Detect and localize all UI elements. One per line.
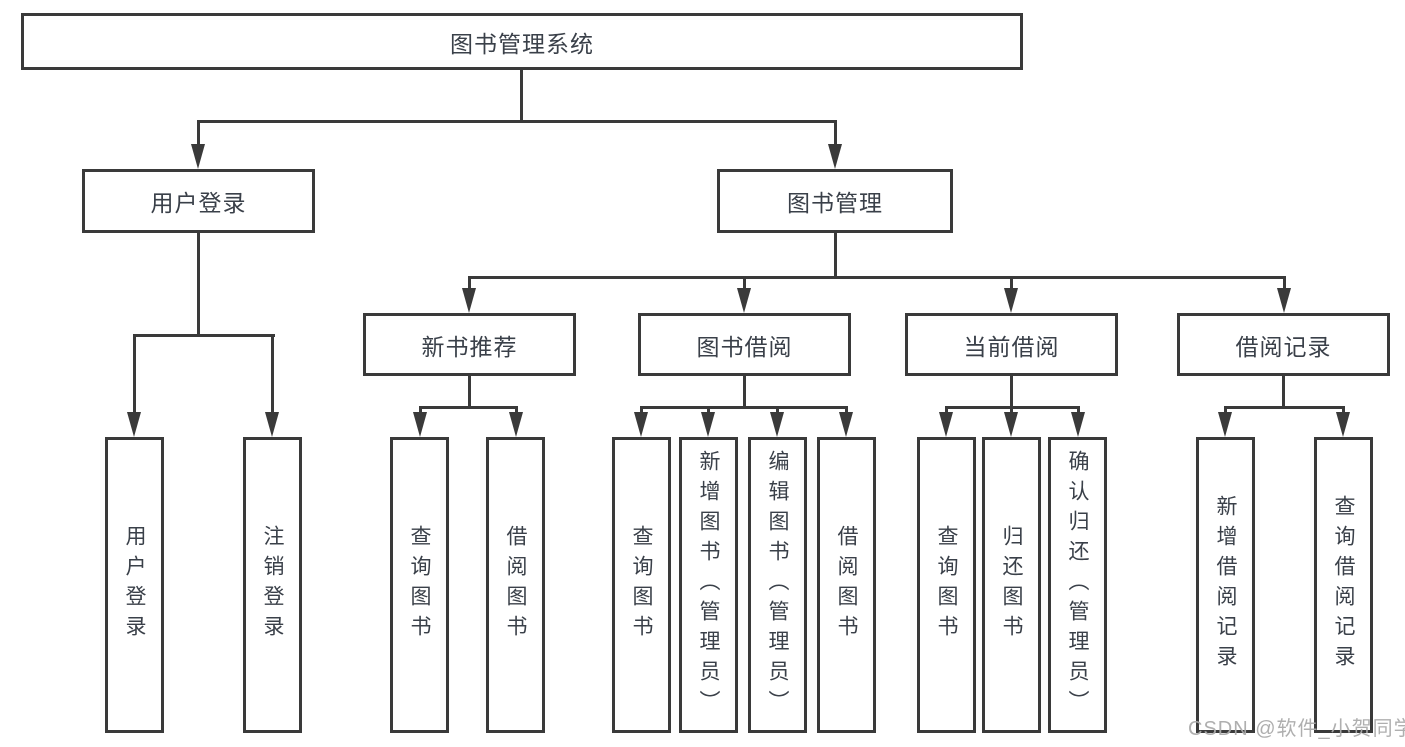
arrow-down-icon bbox=[770, 412, 784, 437]
arrow-down-icon bbox=[737, 288, 751, 313]
arrow-down-icon bbox=[265, 412, 279, 437]
node-current-borrow: 当前借阅 bbox=[905, 313, 1118, 376]
connector-line bbox=[844, 406, 848, 414]
connector-line bbox=[196, 120, 200, 146]
leaf-label: 查询图书 bbox=[630, 525, 653, 645]
node-label: 图书借阅 bbox=[696, 333, 793, 360]
connector-line bbox=[133, 334, 275, 337]
leaf-query-books-recommend: 查询图书 bbox=[390, 437, 449, 733]
node-label: 用户登录 bbox=[150, 190, 247, 216]
connector-line bbox=[418, 406, 422, 414]
arrow-down-icon bbox=[1336, 412, 1350, 437]
leaf-edit-books-admin: 编辑图书（管理员） bbox=[748, 437, 807, 733]
node-new-book-recommend: 新书推荐 bbox=[363, 313, 576, 376]
connector-line bbox=[520, 69, 523, 122]
arrow-down-icon bbox=[939, 412, 953, 437]
node-label: 新书推荐 bbox=[421, 333, 518, 360]
leaf-label: 查询图书 bbox=[408, 525, 431, 645]
connector-line bbox=[1282, 375, 1285, 409]
leaf-label: 新增借阅记录 bbox=[1214, 495, 1237, 675]
node-label: 图书管理 bbox=[787, 190, 883, 216]
leaf-logout: 注销登录 bbox=[243, 437, 302, 733]
leaf-label: 借阅图书 bbox=[504, 525, 527, 645]
connector-line bbox=[468, 276, 1286, 279]
connector-line bbox=[640, 406, 848, 409]
node-label: 借阅记录 bbox=[1235, 333, 1332, 360]
connector-line bbox=[743, 375, 746, 409]
leaf-label: 归还图书 bbox=[1000, 525, 1023, 645]
connector-line bbox=[833, 120, 837, 146]
leaf-query-books-current: 查询图书 bbox=[917, 437, 976, 733]
leaf-query-books-borrow: 查询图书 bbox=[612, 437, 671, 733]
connector-line bbox=[270, 334, 274, 414]
connector-line bbox=[1224, 406, 1345, 409]
connector-line bbox=[197, 120, 837, 123]
leaf-user-login: 用户登录 bbox=[105, 437, 164, 733]
leaf-return-books: 归还图书 bbox=[982, 437, 1041, 733]
arrow-down-icon bbox=[1218, 412, 1232, 437]
connector-line bbox=[468, 375, 471, 409]
connector-line bbox=[1341, 406, 1345, 414]
arrow-down-icon bbox=[127, 412, 141, 437]
connector-line bbox=[834, 232, 837, 279]
node-library-management-system: 图书管理系统 bbox=[21, 13, 1023, 70]
node-label: 当前借阅 bbox=[963, 333, 1060, 360]
leaf-label: 查询借阅记录 bbox=[1332, 495, 1355, 675]
connector-line bbox=[639, 406, 643, 414]
connector-line bbox=[419, 406, 518, 409]
leaf-label: 查询图书 bbox=[935, 525, 958, 645]
connector-line bbox=[1223, 406, 1227, 414]
arrow-down-icon bbox=[1071, 412, 1085, 437]
leaf-label: 用户登录 bbox=[123, 525, 146, 645]
connector-line bbox=[1010, 375, 1013, 409]
connector-line bbox=[1009, 276, 1013, 290]
connector-line bbox=[1076, 406, 1080, 414]
connector-line bbox=[197, 232, 200, 337]
connector-line bbox=[467, 276, 471, 290]
leaf-add-books-admin: 新增图书（管理员） bbox=[679, 437, 738, 733]
leaf-borrow-books: 借阅图书 bbox=[817, 437, 876, 733]
node-book-management: 图书管理 bbox=[717, 169, 953, 233]
watermark: CSDN @软件_小贺同学 bbox=[1188, 718, 1405, 740]
leaf-label: 注销登录 bbox=[261, 525, 284, 645]
connector-line bbox=[132, 334, 136, 414]
connector-line bbox=[706, 406, 710, 414]
leaf-query-borrow-record: 查询借阅记录 bbox=[1314, 437, 1373, 733]
arrow-down-icon bbox=[1277, 288, 1291, 313]
leaf-label: 借阅图书 bbox=[835, 525, 858, 645]
arrow-down-icon bbox=[462, 288, 476, 313]
connector-line bbox=[514, 406, 518, 414]
connector-line bbox=[742, 276, 746, 290]
connector-line bbox=[944, 406, 948, 414]
leaf-label: 编辑图书（管理员） bbox=[766, 450, 789, 720]
arrow-down-icon bbox=[839, 412, 853, 437]
node-book-borrow: 图书借阅 bbox=[638, 313, 851, 376]
connector-line bbox=[945, 406, 1080, 409]
leaf-label: 新增图书（管理员） bbox=[697, 450, 720, 720]
arrow-down-icon bbox=[1004, 288, 1018, 313]
node-borrow-records: 借阅记录 bbox=[1177, 313, 1390, 376]
connector-line bbox=[1282, 276, 1286, 290]
arrow-down-icon bbox=[1004, 412, 1018, 437]
arrow-down-icon bbox=[413, 412, 427, 437]
leaf-confirm-return-admin: 确认归还（管理员） bbox=[1048, 437, 1107, 733]
node-label: 图书管理系统 bbox=[450, 30, 594, 57]
connector-line bbox=[1009, 406, 1013, 414]
node-user-login: 用户登录 bbox=[82, 169, 315, 233]
arrow-down-icon bbox=[828, 144, 842, 169]
arrow-down-icon bbox=[509, 412, 523, 437]
arrow-down-icon bbox=[701, 412, 715, 437]
arrow-down-icon bbox=[634, 412, 648, 437]
arrow-down-icon bbox=[191, 144, 205, 169]
leaf-borrow-books-recommend: 借阅图书 bbox=[486, 437, 545, 733]
leaf-label: 确认归还（管理员） bbox=[1066, 450, 1089, 720]
connector-line bbox=[775, 406, 779, 414]
leaf-add-borrow-record: 新增借阅记录 bbox=[1196, 437, 1255, 733]
